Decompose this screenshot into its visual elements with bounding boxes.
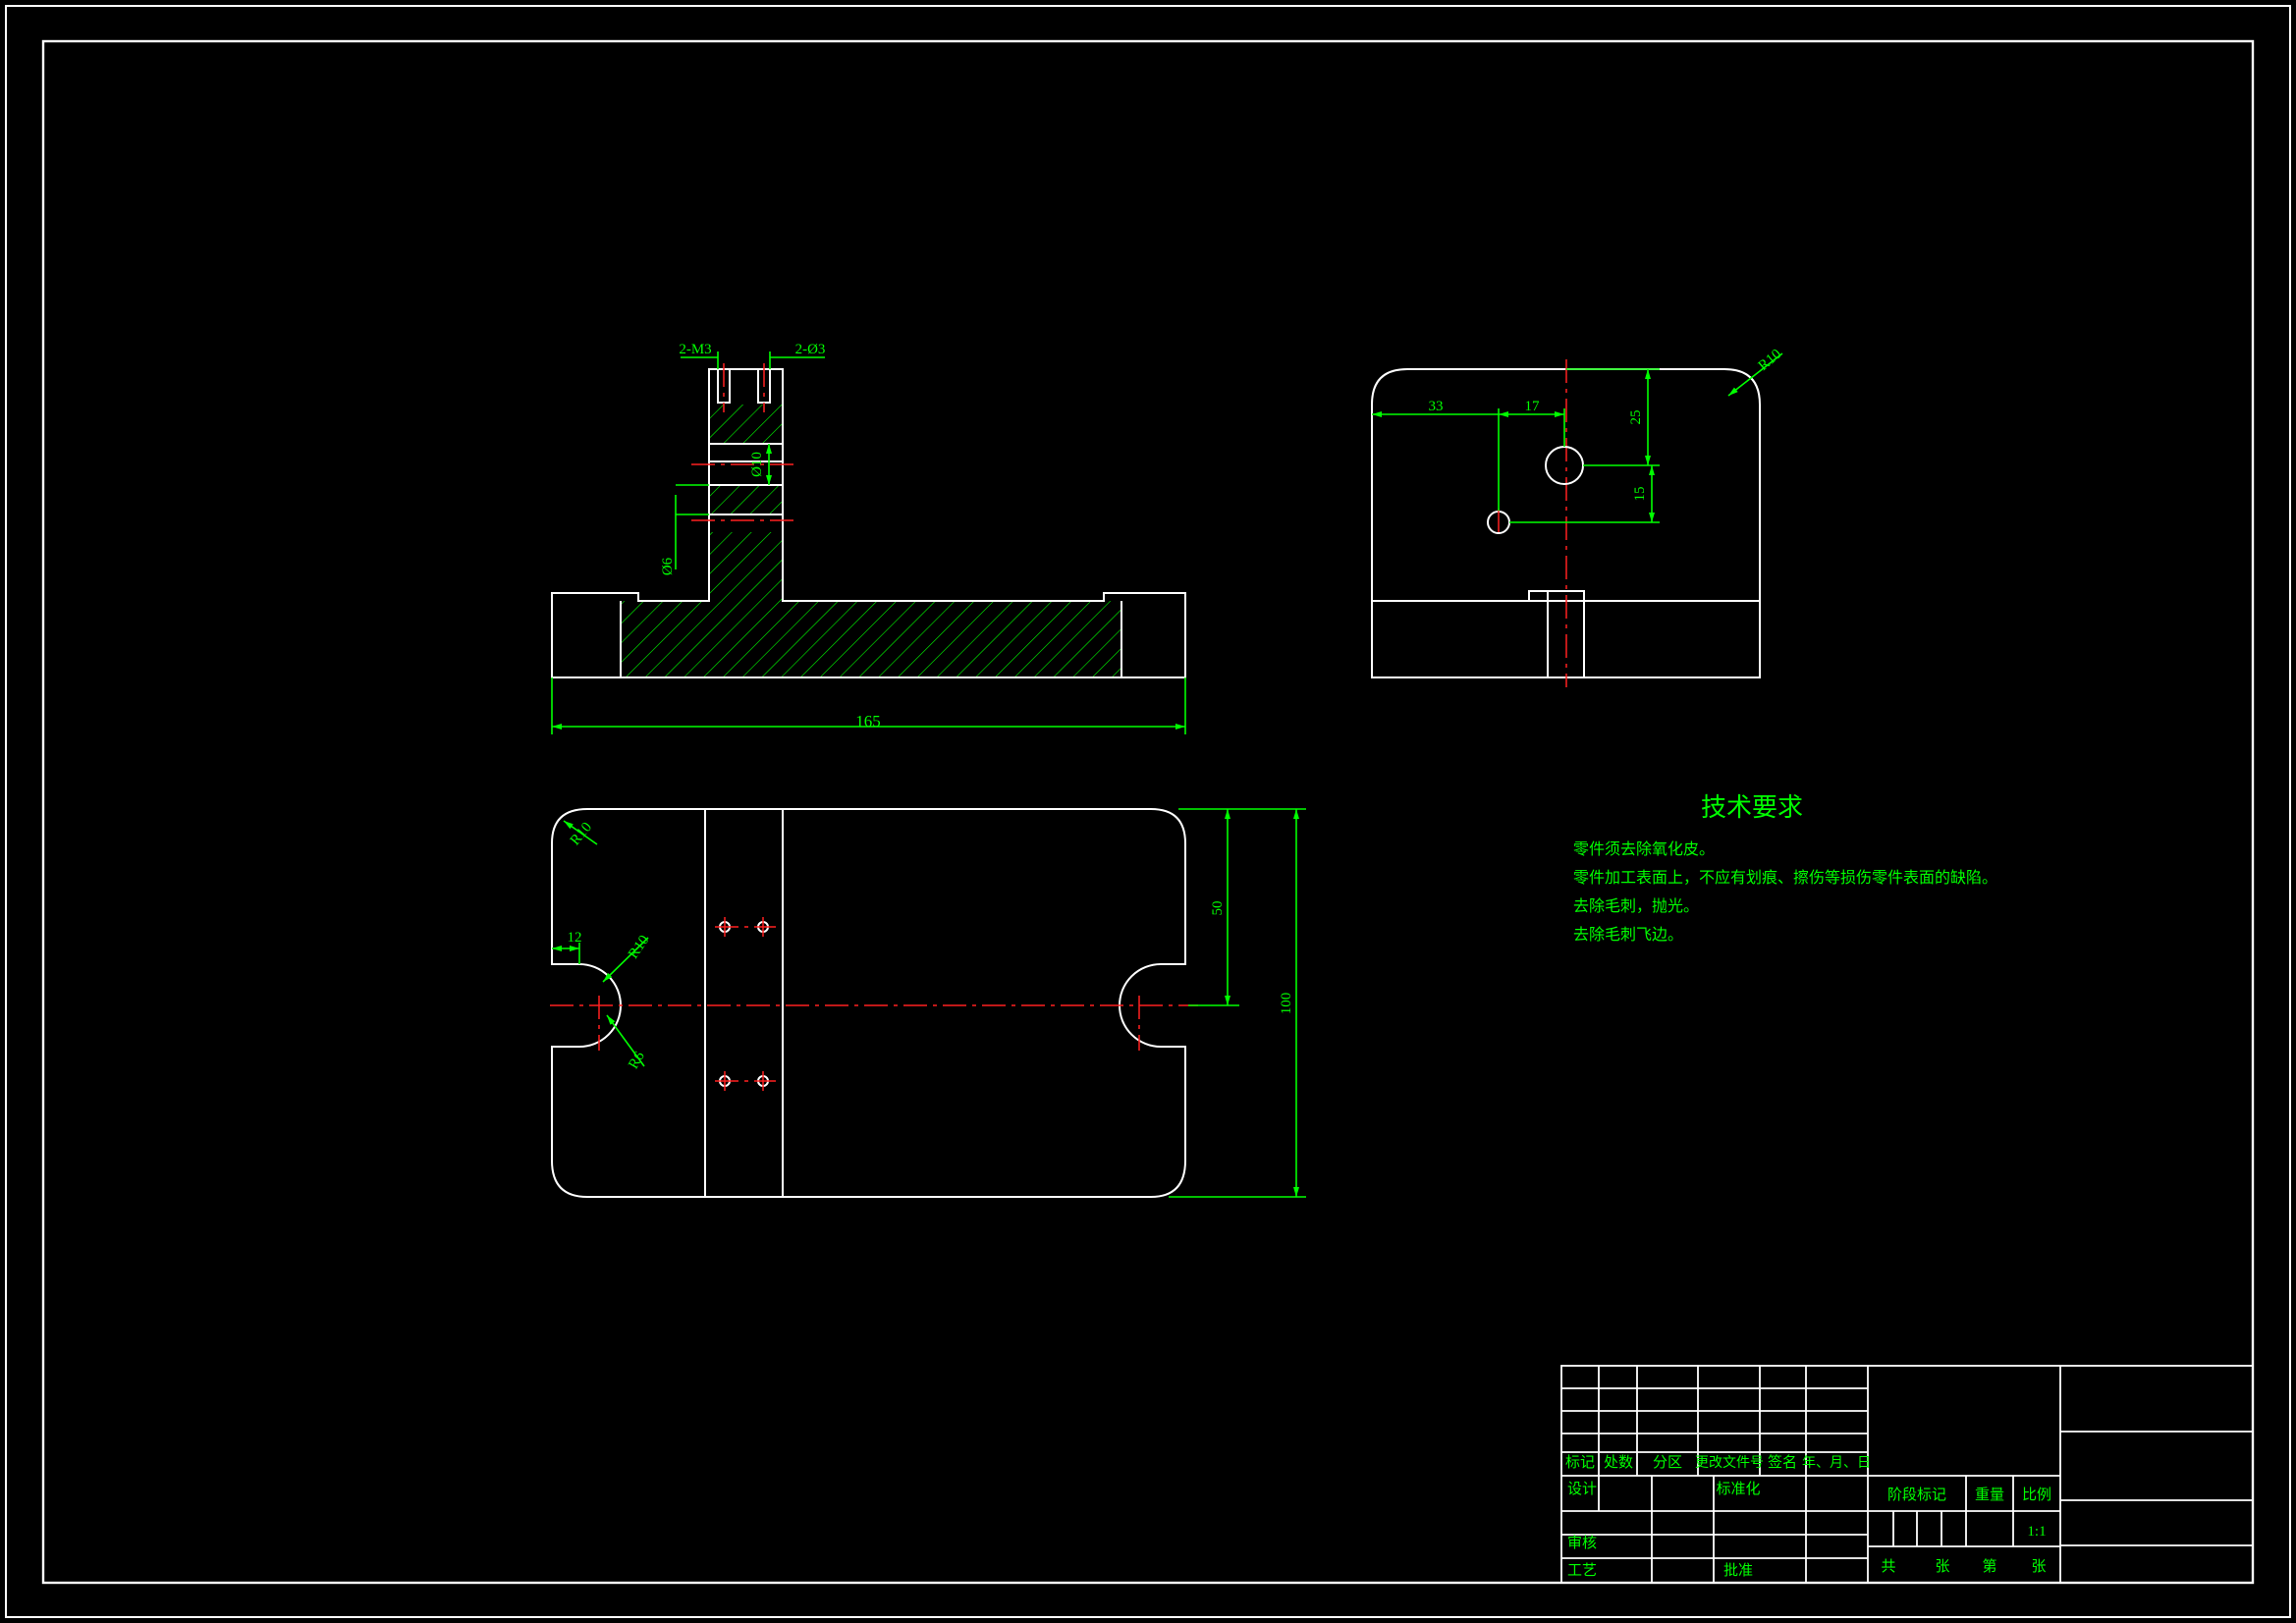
tech-req-item-2: 零件加工表面上，不应有划痕、擦伤等损伤零件表面的缺陷。: [1573, 868, 1997, 887]
side-hole-large: [1545, 446, 1584, 485]
dim-12: 12: [568, 930, 582, 946]
top-view: R10 12 R10 R6 50 100: [550, 808, 1306, 1198]
tb-sheet-no: 第: [1982, 1557, 1996, 1575]
dim-2-dia3: 2-Ø3: [795, 342, 826, 357]
tb-sheets-2: 张: [2031, 1558, 2046, 1575]
top-holes: [715, 917, 776, 1091]
dim-r10-side: R10: [1756, 347, 1784, 374]
dim-15: 15: [1632, 487, 1648, 502]
tb-total: 共: [1881, 1558, 1895, 1575]
tb-approve: 批准: [1723, 1562, 1753, 1579]
tech-req-item-3: 去除毛刺，抛光。: [1573, 897, 1699, 915]
upright-hatch-lower: [709, 485, 783, 514]
tb-count: 处数: [1604, 1454, 1633, 1471]
dim-17: 17: [1525, 399, 1541, 414]
tb-process: 工艺: [1567, 1562, 1597, 1579]
tb-design: 设计: [1567, 1481, 1597, 1497]
dim-33: 33: [1429, 399, 1444, 414]
tech-req-item-1: 零件须去除氧化皮。: [1573, 840, 1715, 858]
front-section-view: 165 2-M3 2-Ø3 Ø10 Ø6: [551, 342, 1186, 734]
side-outline: [1371, 368, 1761, 678]
tb-standardize: 标准化: [1716, 1481, 1760, 1497]
dim-dia6: Ø6: [660, 557, 676, 575]
outer-border: [5, 5, 2291, 1618]
dim-r10-slot: R10: [626, 933, 652, 962]
tb-mark: 标记: [1565, 1454, 1595, 1471]
tb-scale: 比例: [2022, 1487, 2051, 1503]
upright-hatch-upper: [709, 405, 783, 444]
tb-sheets-1: 张: [1935, 1558, 1949, 1575]
dim-r6: R6: [626, 1049, 648, 1072]
tb-weight: 重量: [1975, 1487, 2004, 1503]
tb-zone: 分区: [1653, 1454, 1682, 1471]
technical-requirements: 技术要求 零件须去除氧化皮。 零件加工表面上，不应有划痕、擦伤等损伤零件表面的缺…: [1573, 793, 1997, 944]
tech-req-item-4: 去除毛刺飞边。: [1573, 926, 1683, 944]
tech-req-title: 技术要求: [1701, 793, 1803, 822]
dim-2-m3: 2-M3: [679, 342, 711, 357]
top-outline: [551, 808, 1186, 1198]
tb-review: 审核: [1567, 1535, 1597, 1551]
dim-50: 50: [1210, 901, 1226, 916]
front-hatch-area: [621, 532, 1121, 677]
tb-date: 年、月、日: [1802, 1455, 1871, 1471]
dim-dia10: Ø10: [749, 452, 765, 477]
side-view: 33 17 25 15 R10: [1371, 347, 1784, 687]
tb-docno: 更改文件号: [1695, 1455, 1764, 1471]
inner-frame: [41, 39, 2255, 1585]
tb-sign: 签名: [1768, 1454, 1797, 1471]
tb-scale-value: 1:1: [2027, 1524, 2046, 1540]
tb-stage-mark: 阶段标记: [1887, 1487, 1946, 1503]
dim-165: 165: [855, 712, 881, 730]
title-block: 标记 处数 分区 更改文件号 签名 年、月、日 设计 标准化 审核 工艺 批准 …: [1560, 1365, 2254, 1584]
front-outline: [551, 368, 1186, 678]
dim-100: 100: [1279, 993, 1294, 1015]
dim-25: 25: [1628, 410, 1644, 425]
dim-r10-corner: R10: [568, 820, 595, 848]
